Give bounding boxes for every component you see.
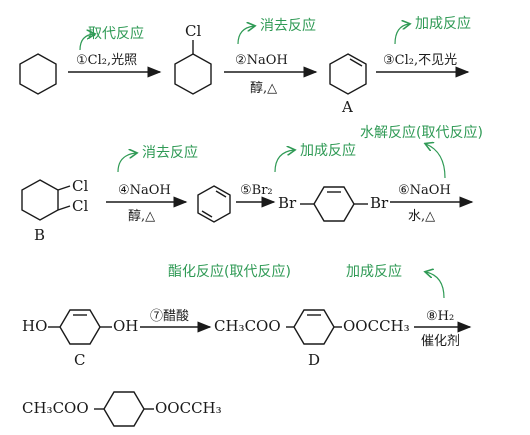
cyclohexene-ring-A <box>329 53 367 95</box>
cl-label: Cl <box>185 22 201 40</box>
step8-condition-1: ⑧H₂ <box>426 309 454 324</box>
step2-condition-1: ②NaOH <box>235 53 288 68</box>
e-right-group: OOCCH₃ <box>155 399 222 417</box>
cyclohexene-double-bond <box>349 58 363 67</box>
d-left-group: CH₃COO <box>214 317 281 335</box>
step5-annotation: 加成反应 <box>300 142 356 159</box>
step2-annotation-arrow <box>237 26 254 45</box>
step7-annotation: 酯化反应(取代反应) <box>168 263 291 280</box>
step3-condition: ③Cl₂,不见光 <box>383 53 457 68</box>
dichlorocyclohexane-ring-B <box>21 179 59 221</box>
step2-condition-2: 醇,△ <box>250 80 277 96</box>
step5-annotation-arrow <box>274 150 294 173</box>
c-right-group: OH <box>113 317 138 335</box>
e-left-group: CH₃COO <box>22 399 89 417</box>
cyclohexadiene-ring <box>197 185 231 223</box>
compound-a-label: A <box>341 98 353 116</box>
step3-annotation: 加成反应 <box>415 15 471 32</box>
diene-double-bond-2 <box>201 210 213 218</box>
c-cl-bond-1 <box>57 185 71 191</box>
b-cl-1: Cl <box>72 177 88 195</box>
compound-d-label: D <box>308 351 320 369</box>
d-right-group: OOCCH₃ <box>343 317 410 335</box>
chlorocyclohexane-ring <box>174 53 212 95</box>
compound-c-label: C <box>74 351 85 369</box>
step6-condition-2: 水,△ <box>408 209 435 224</box>
step1-annotation-arrow <box>79 34 94 51</box>
cyclohexane-diacetate-ring <box>103 391 145 427</box>
b-cl-2: Cl <box>72 197 88 215</box>
step4-annotation-arrow <box>117 153 136 173</box>
step3-annotation-arrow <box>394 24 409 45</box>
step4-condition-1: ④NaOH <box>118 183 171 198</box>
step6-condition-1: ⑥NaOH <box>398 183 451 198</box>
step6-annotation-arrow <box>426 144 446 179</box>
step8-annotation: 加成反应 <box>346 263 402 280</box>
br-left: Br <box>278 194 297 212</box>
c-cl-bond-2 <box>57 205 71 211</box>
step2-annotation: 消去反应 <box>260 17 316 34</box>
step4-condition-2: 醇,△ <box>128 208 155 224</box>
step4-annotation: 消去反应 <box>142 144 198 161</box>
diene-double-bond-1 <box>215 190 227 198</box>
step6-annotation: 水解反应(取代反应) <box>360 124 483 141</box>
step1-annotation: 取代反应 <box>88 25 144 42</box>
step8-annotation-arrow <box>426 272 445 299</box>
c-left-group: HO <box>22 317 47 335</box>
step1-condition: ①Cl₂,光照 <box>76 53 137 68</box>
br-right: Br <box>370 194 389 212</box>
step8-condition-2: 催化剂 <box>421 334 460 349</box>
compound-b-label: B <box>34 226 45 244</box>
cyclohexane-ring <box>19 53 57 95</box>
step5-condition: ⑤Br₂ <box>240 183 273 198</box>
step7-condition: ⑦醋酸 <box>150 308 189 324</box>
